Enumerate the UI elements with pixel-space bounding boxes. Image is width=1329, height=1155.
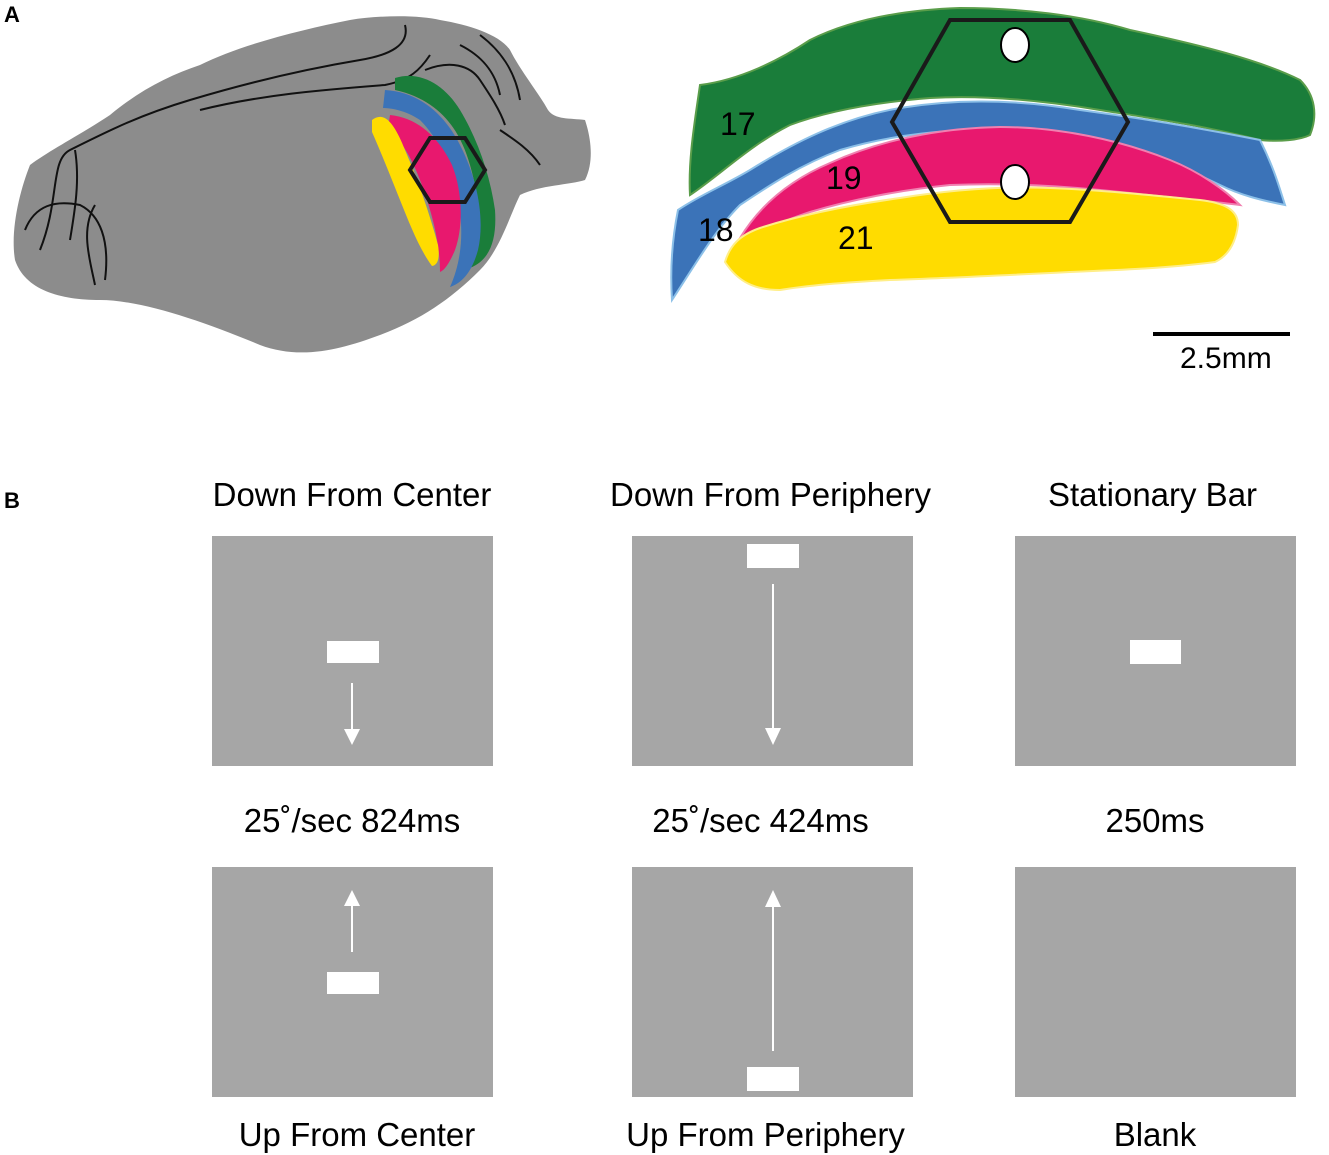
area-21-region	[723, 186, 1240, 292]
panel-a-letter: A	[4, 2, 20, 27]
col1-bottom-label: Up From Center	[238, 1116, 476, 1153]
area-18-region	[670, 100, 1287, 304]
brain-area-19	[388, 115, 461, 272]
col2-speed-label: 25˚/sec 424ms	[652, 802, 869, 839]
col3-bottom-label: Blank	[1113, 1116, 1197, 1153]
brain-illustration	[13, 16, 591, 353]
map-hexagon-outline	[889, 18, 1131, 224]
stimulus-down-from-periphery	[632, 536, 913, 766]
stimulus-up-from-center	[212, 867, 493, 1097]
arrow-down-icon	[765, 584, 781, 745]
stimulus-bar	[327, 641, 379, 663]
recording-site-upper	[1000, 27, 1030, 63]
area-map-enlarged	[670, 6, 1316, 304]
stimulus-bar	[1130, 640, 1181, 664]
area-label-18: 18	[698, 212, 734, 248]
col3-speed-label: 250ms	[1105, 802, 1205, 839]
brain-area-17	[395, 75, 496, 269]
arrow-up-icon	[765, 890, 781, 1051]
col1-speed-label: 25˚/sec 824ms	[243, 802, 461, 839]
panel-a-figure	[13, 6, 1316, 353]
area-label-21: 21	[838, 220, 874, 256]
area-19-region	[737, 125, 1243, 240]
col2-title: Down From Periphery	[610, 476, 931, 513]
stimulus-stationary-bar	[1015, 536, 1296, 766]
stimulus-up-from-periphery	[632, 867, 913, 1097]
col3-title: Stationary Bar	[1047, 476, 1258, 513]
area-17-region	[688, 6, 1316, 197]
stimulus-bar	[747, 544, 799, 568]
recording-site-lower	[1000, 164, 1030, 200]
col2-bottom-label: Up From Periphery	[626, 1116, 905, 1153]
brain-shape	[13, 16, 591, 353]
col1-title: Down From Center	[212, 476, 492, 513]
stimulus-bar	[327, 972, 379, 994]
brain-hexagon-outline	[407, 136, 488, 204]
stimulus-bar	[747, 1067, 799, 1091]
brain-area-21	[372, 116, 439, 266]
arrow-down-icon	[344, 683, 360, 745]
arrow-up-icon	[344, 890, 360, 952]
stimulus-down-from-center	[212, 536, 493, 766]
stimulus-blank	[1015, 867, 1296, 1097]
area-label-17: 17	[720, 106, 756, 142]
panel-b-letter: B	[4, 488, 20, 513]
area-label-19: 19	[826, 160, 862, 196]
scale-bar-label: 2.5mm	[1180, 342, 1272, 375]
